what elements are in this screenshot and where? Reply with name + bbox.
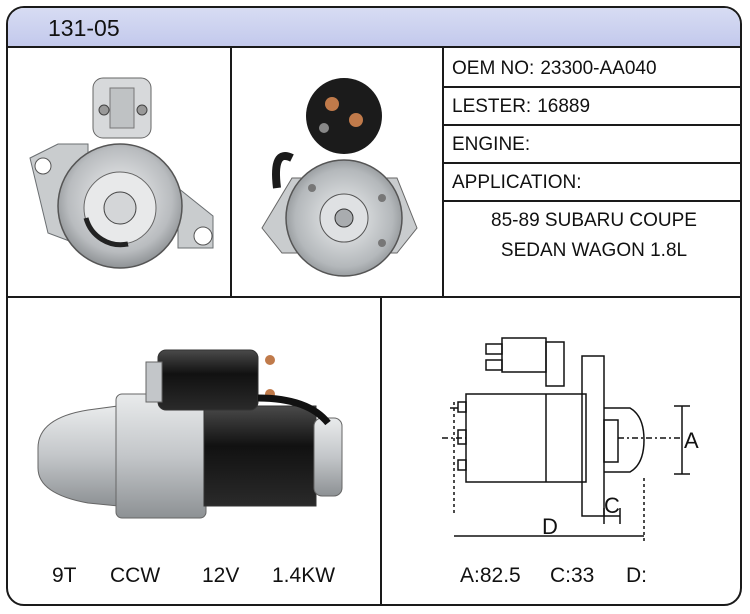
spec-label-application: APPLICATION: xyxy=(452,172,582,193)
diagram-label-c: C xyxy=(604,493,620,518)
part-number: 131-05 xyxy=(48,15,120,41)
diagram-label-d: D xyxy=(542,514,558,539)
motor-body xyxy=(465,393,587,483)
terminal-upper xyxy=(485,343,503,355)
spec-row-lester: LESTER:16889 xyxy=(444,88,740,126)
divider-vertical-3 xyxy=(380,296,382,604)
spec-value-lester: 16889 xyxy=(537,96,591,117)
rating-rotation: CCW xyxy=(110,564,161,587)
spec-label-lester: LESTER: xyxy=(452,96,532,117)
spec-row-oem: OEM NO:23300-AA040 xyxy=(444,50,740,88)
rating-voltage: 12V xyxy=(202,564,240,587)
spec-value-oem: 23300-AA040 xyxy=(540,58,657,79)
product-sheet: 131-05 xyxy=(6,6,742,606)
rating-teeth: 9T xyxy=(52,564,77,587)
terminal-lower xyxy=(485,359,503,371)
divider-vertical-2 xyxy=(442,48,444,296)
pinion-housing xyxy=(604,407,645,473)
dimension-a-value: A:82.5 xyxy=(460,564,521,587)
application-line-1: 85-89 SUBARU COUPE xyxy=(491,210,697,231)
dimension-c-value: C:33 xyxy=(550,564,595,587)
divider-vertical-1 xyxy=(230,48,232,296)
photo-front-view xyxy=(8,48,230,296)
spec-label-engine: ENGINE: xyxy=(452,134,531,155)
spec-label-oem: OEM NO: xyxy=(452,58,535,79)
diagram-label-a: A xyxy=(684,428,699,453)
divider-horizontal xyxy=(8,296,740,298)
application-text: 85-89 SUBARU COUPE SEDAN WAGON 1.8L xyxy=(444,206,740,266)
solenoid-terminal-block xyxy=(501,337,547,373)
application-line-2: SEDAN WAGON 1.8L xyxy=(500,240,688,261)
photo-rear-view xyxy=(232,48,442,296)
photo-side-view xyxy=(8,298,380,548)
dimension-d-value: D: xyxy=(626,564,647,587)
spec-row-application: APPLICATION: xyxy=(444,164,740,202)
spec-row-engine: ENGINE: xyxy=(444,126,740,164)
solenoid-cap xyxy=(545,341,565,387)
rating-power: 1.4KW xyxy=(272,564,336,587)
dimension-diagram: A C D xyxy=(382,298,740,548)
title-bar: 131-05 xyxy=(8,8,740,48)
